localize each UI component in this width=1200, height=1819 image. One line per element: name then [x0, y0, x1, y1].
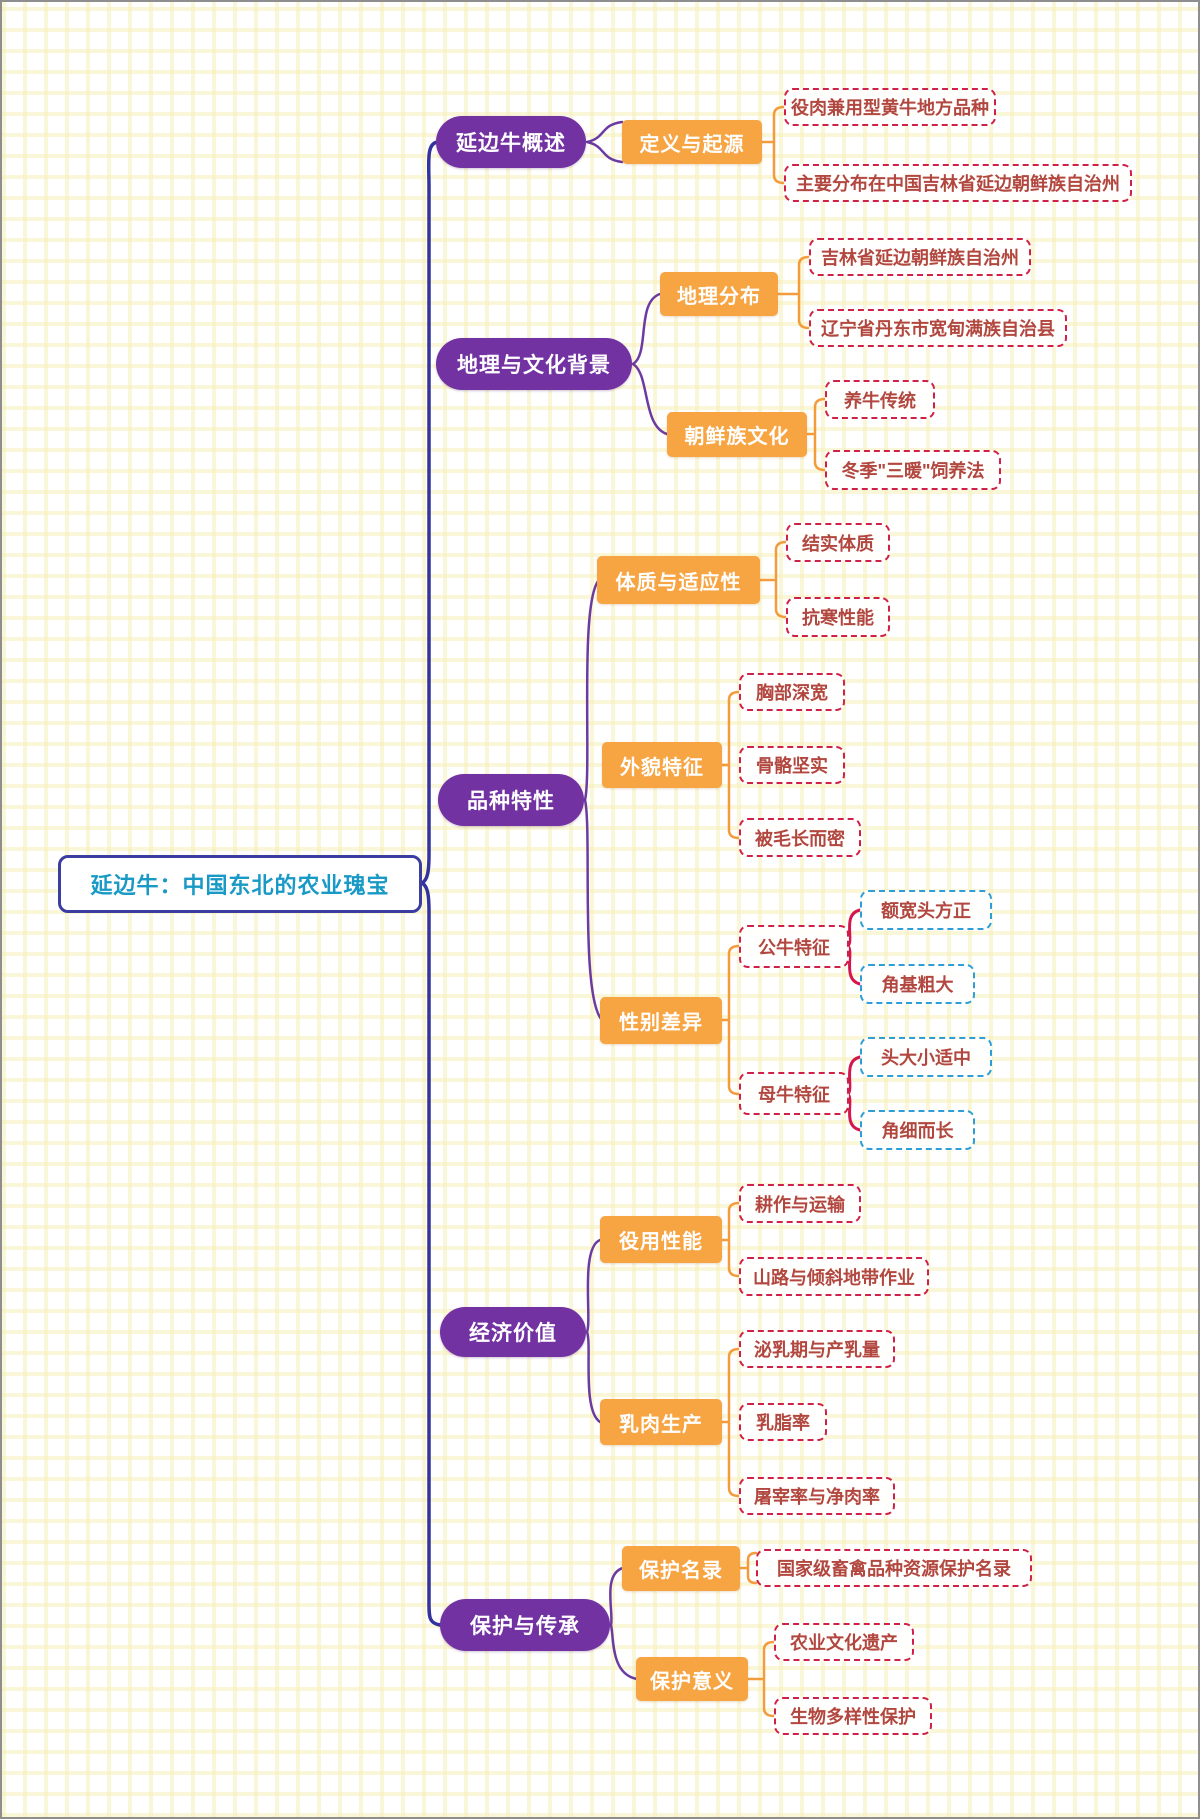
- leaf-long-dense-coat[interactable]: 被毛长而密: [739, 818, 861, 857]
- branch-protection-heritage[interactable]: 保护与传承: [440, 1599, 610, 1651]
- leaf-winter-three-warm[interactable]: 冬季"三暖"饲养法: [825, 450, 1001, 490]
- leaf-slaughter-net-meat-rate[interactable]: 屠宰率与净肉率: [739, 1477, 895, 1515]
- topic-korean-culture[interactable]: 朝鲜族文化: [667, 412, 807, 457]
- subtopic-bull-traits[interactable]: 公牛特征: [739, 925, 849, 968]
- bracket-protection-meaning: [746, 1640, 776, 1718]
- brace-breed-traits: [583, 578, 604, 1022]
- leaf-liaoning-kuandian[interactable]: 辽宁省丹东市宽甸满族自治县: [809, 309, 1067, 347]
- leaf-thin-long-horns[interactable]: 角细而长: [860, 1110, 975, 1150]
- leaf-main-distribution[interactable]: 主要分布在中国吉林省延边朝鲜族自治州: [784, 164, 1132, 202]
- leaf-thick-horn-base[interactable]: 角基粗大: [860, 964, 975, 1004]
- topic-constitution-adaptability[interactable]: 体质与适应性: [597, 556, 760, 604]
- leaf-cattle-raising-tradition[interactable]: 养牛传统: [825, 380, 935, 419]
- leaf-milk-fat-rate[interactable]: 乳脂率: [739, 1403, 827, 1441]
- leaf-strong-bones[interactable]: 骨骼坚实: [739, 746, 845, 784]
- leaf-agricultural-heritage[interactable]: 农业文化遗产: [774, 1623, 914, 1661]
- topic-protection-meaning[interactable]: 保护意义: [636, 1657, 748, 1701]
- bracket-definition: [760, 105, 786, 185]
- leaf-mountain-slope-work[interactable]: 山路与倾斜地带作业: [739, 1257, 929, 1296]
- bracket-appearance: [720, 690, 741, 840]
- leaf-dual-purpose-breed[interactable]: 役肉兼用型黄牛地方品种: [784, 88, 996, 126]
- leaf-solid-constitution[interactable]: 结实体质: [786, 523, 890, 562]
- bracket-constitution: [758, 540, 788, 619]
- bracket-milk-meat: [720, 1347, 741, 1498]
- bracket-sex-difference: [720, 944, 741, 1096]
- leaf-biodiversity-protection[interactable]: 生物多样性保护: [774, 1697, 932, 1735]
- bracket-korean-culture: [805, 397, 827, 472]
- leaf-moderate-head-size[interactable]: 头大小适中: [860, 1037, 992, 1077]
- leaf-plowing-transport[interactable]: 耕作与运输: [739, 1184, 861, 1223]
- leaf-national-livestock-resource-list[interactable]: 国家级畜禽品种资源保护名录: [756, 1549, 1032, 1587]
- subtopic-cow-traits[interactable]: 母牛特征: [739, 1072, 849, 1115]
- brace-economic-value: [585, 1238, 602, 1424]
- branch-overview[interactable]: 延边牛概述: [436, 116, 586, 168]
- bracket-draft-performance: [720, 1201, 741, 1278]
- bracket-geo-distribution: [776, 255, 811, 330]
- leaf-wide-forehead-square-head[interactable]: 额宽头方正: [860, 890, 992, 930]
- bracket-protection-list: [738, 1551, 758, 1585]
- branch-geography-culture[interactable]: 地理与文化背景: [436, 338, 632, 390]
- brace-cow-traits: [846, 1055, 862, 1132]
- brace-overview: [585, 120, 624, 164]
- leaf-cold-resistance[interactable]: 抗寒性能: [786, 597, 890, 637]
- topic-draft-performance[interactable]: 役用性能: [600, 1216, 722, 1263]
- branch-economic-value[interactable]: 经济价值: [440, 1307, 586, 1357]
- topic-protection-list[interactable]: 保护名录: [622, 1546, 740, 1591]
- topic-sex-difference[interactable]: 性别差异: [600, 997, 722, 1044]
- leaf-jilin-yanbian[interactable]: 吉林省延边朝鲜族自治州: [809, 238, 1031, 276]
- leaf-deep-wide-chest[interactable]: 胸部深宽: [739, 673, 845, 711]
- topic-definition-origin[interactable]: 定义与起源: [622, 120, 762, 164]
- branch-breed-traits[interactable]: 品种特性: [438, 774, 584, 826]
- root-node[interactable]: 延边牛：中国东北的农业瑰宝: [58, 855, 422, 913]
- topic-appearance[interactable]: 外貌特征: [602, 742, 722, 788]
- topic-milk-meat-production[interactable]: 乳肉生产: [600, 1399, 722, 1445]
- topic-geographic-distribution[interactable]: 地理分布: [660, 272, 778, 316]
- leaf-lactation-milk-yield[interactable]: 泌乳期与产乳量: [739, 1330, 895, 1368]
- brace-bull-traits: [846, 908, 862, 986]
